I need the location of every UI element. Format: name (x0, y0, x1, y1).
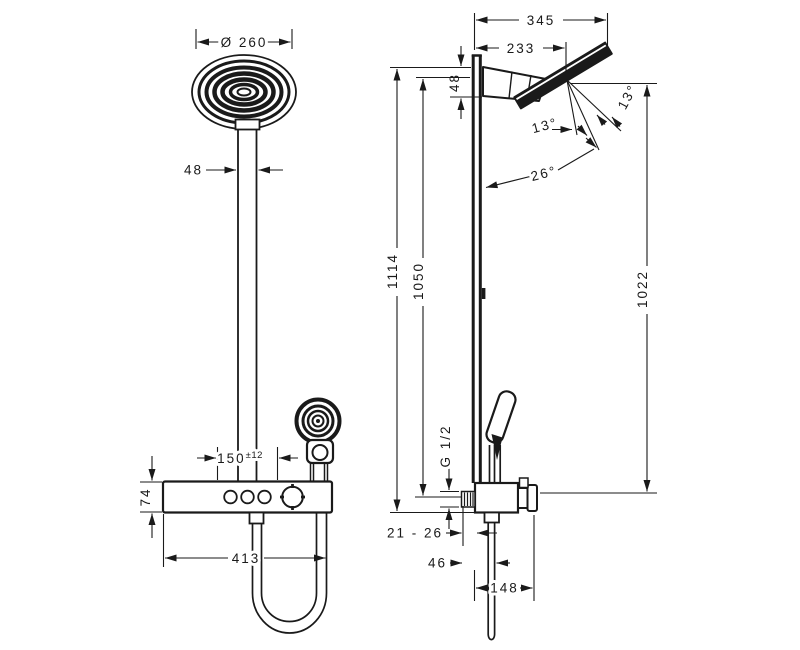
hand-shower-side (485, 390, 517, 483)
dim-overall-projection: 345 (473, 10, 609, 50)
thermostat-valve-side (460, 477, 538, 514)
dim-valve-height: 74 (135, 456, 162, 538)
side-view: 13° 13° 26° (382, 10, 657, 641)
dim-label-depth-bottom: 148 (490, 581, 519, 596)
dim-pipe-width: 48 (181, 160, 283, 181)
dim-label-valve-height: 74 (138, 487, 153, 506)
dim-label-valve-width: 413 (232, 551, 261, 566)
dim-label-wall-clearance: 21 - 26 (387, 526, 443, 541)
spray-angle-indicator: 13° 13° 26° (485, 42, 643, 189)
shower-pipe-side (471, 54, 486, 483)
dim-label-pipe-width: 48 (184, 163, 203, 178)
dim-label-overall-projection: 345 (527, 13, 556, 28)
head-neck (234, 118, 261, 131)
dim-thread-size: G 1/2 (435, 421, 459, 529)
dim-label-height-overall: 1114 (385, 253, 400, 289)
shower-pipe-front (237, 129, 258, 482)
angle-label-total: 26° (529, 163, 558, 184)
angle-label-right: 13° (615, 82, 641, 112)
holder-bracket (518, 477, 529, 489)
shower-hose-side (483, 511, 500, 641)
front-view: Ø 260 48 150±12 74 41 (135, 29, 342, 634)
dim-label-head-diameter: Ø 260 (221, 35, 268, 50)
overhead-shower-front (191, 54, 297, 131)
dim-height-pipe: 1050 (408, 76, 470, 498)
shower-hose-front (248, 511, 328, 634)
dim-label-head-projection: 233 (507, 41, 536, 56)
dim-valve-width: 413 (162, 514, 326, 569)
dim-height-spray: 1022 (540, 82, 657, 494)
hand-shower-front (294, 397, 342, 482)
select-button (240, 489, 255, 505)
dim-wall-clearance: 21 - 26 (384, 506, 497, 546)
overhead-shower-side (482, 41, 613, 110)
dim-hose-offset: 46 (425, 553, 510, 574)
dim-label-height-spray: 1022 (635, 270, 650, 308)
dim-depth-bottom: 148 (473, 515, 535, 601)
pipe-clip (481, 288, 486, 299)
dim-arm-height: 48 (390, 46, 482, 119)
shower-head-plate (513, 41, 613, 110)
dim-label-height-pipe: 1050 (411, 262, 426, 300)
dim-label-hose-offset: 46 (428, 556, 447, 571)
dim-label-thread-size: G 1/2 (438, 424, 453, 467)
thermostat-valve-front (161, 480, 334, 514)
dim-label-arm-height: 48 (447, 73, 462, 92)
hose-connector (248, 511, 265, 525)
angle-label-left: 13° (530, 115, 559, 136)
select-button (257, 489, 272, 505)
dim-head-diameter: Ø 260 (195, 29, 293, 53)
dim-height-overall: 1114 (382, 69, 474, 514)
dial-knob (526, 484, 538, 512)
dim-label-connection-spacing: 150±12 (217, 450, 263, 466)
temperature-dial (280, 484, 305, 510)
select-button (223, 489, 238, 505)
head-plate-highlight (516, 44, 607, 100)
dim-connection-spacing: 150±12 (197, 447, 298, 480)
dial-stem (517, 487, 529, 509)
dim-head-projection: 233 (476, 38, 565, 59)
